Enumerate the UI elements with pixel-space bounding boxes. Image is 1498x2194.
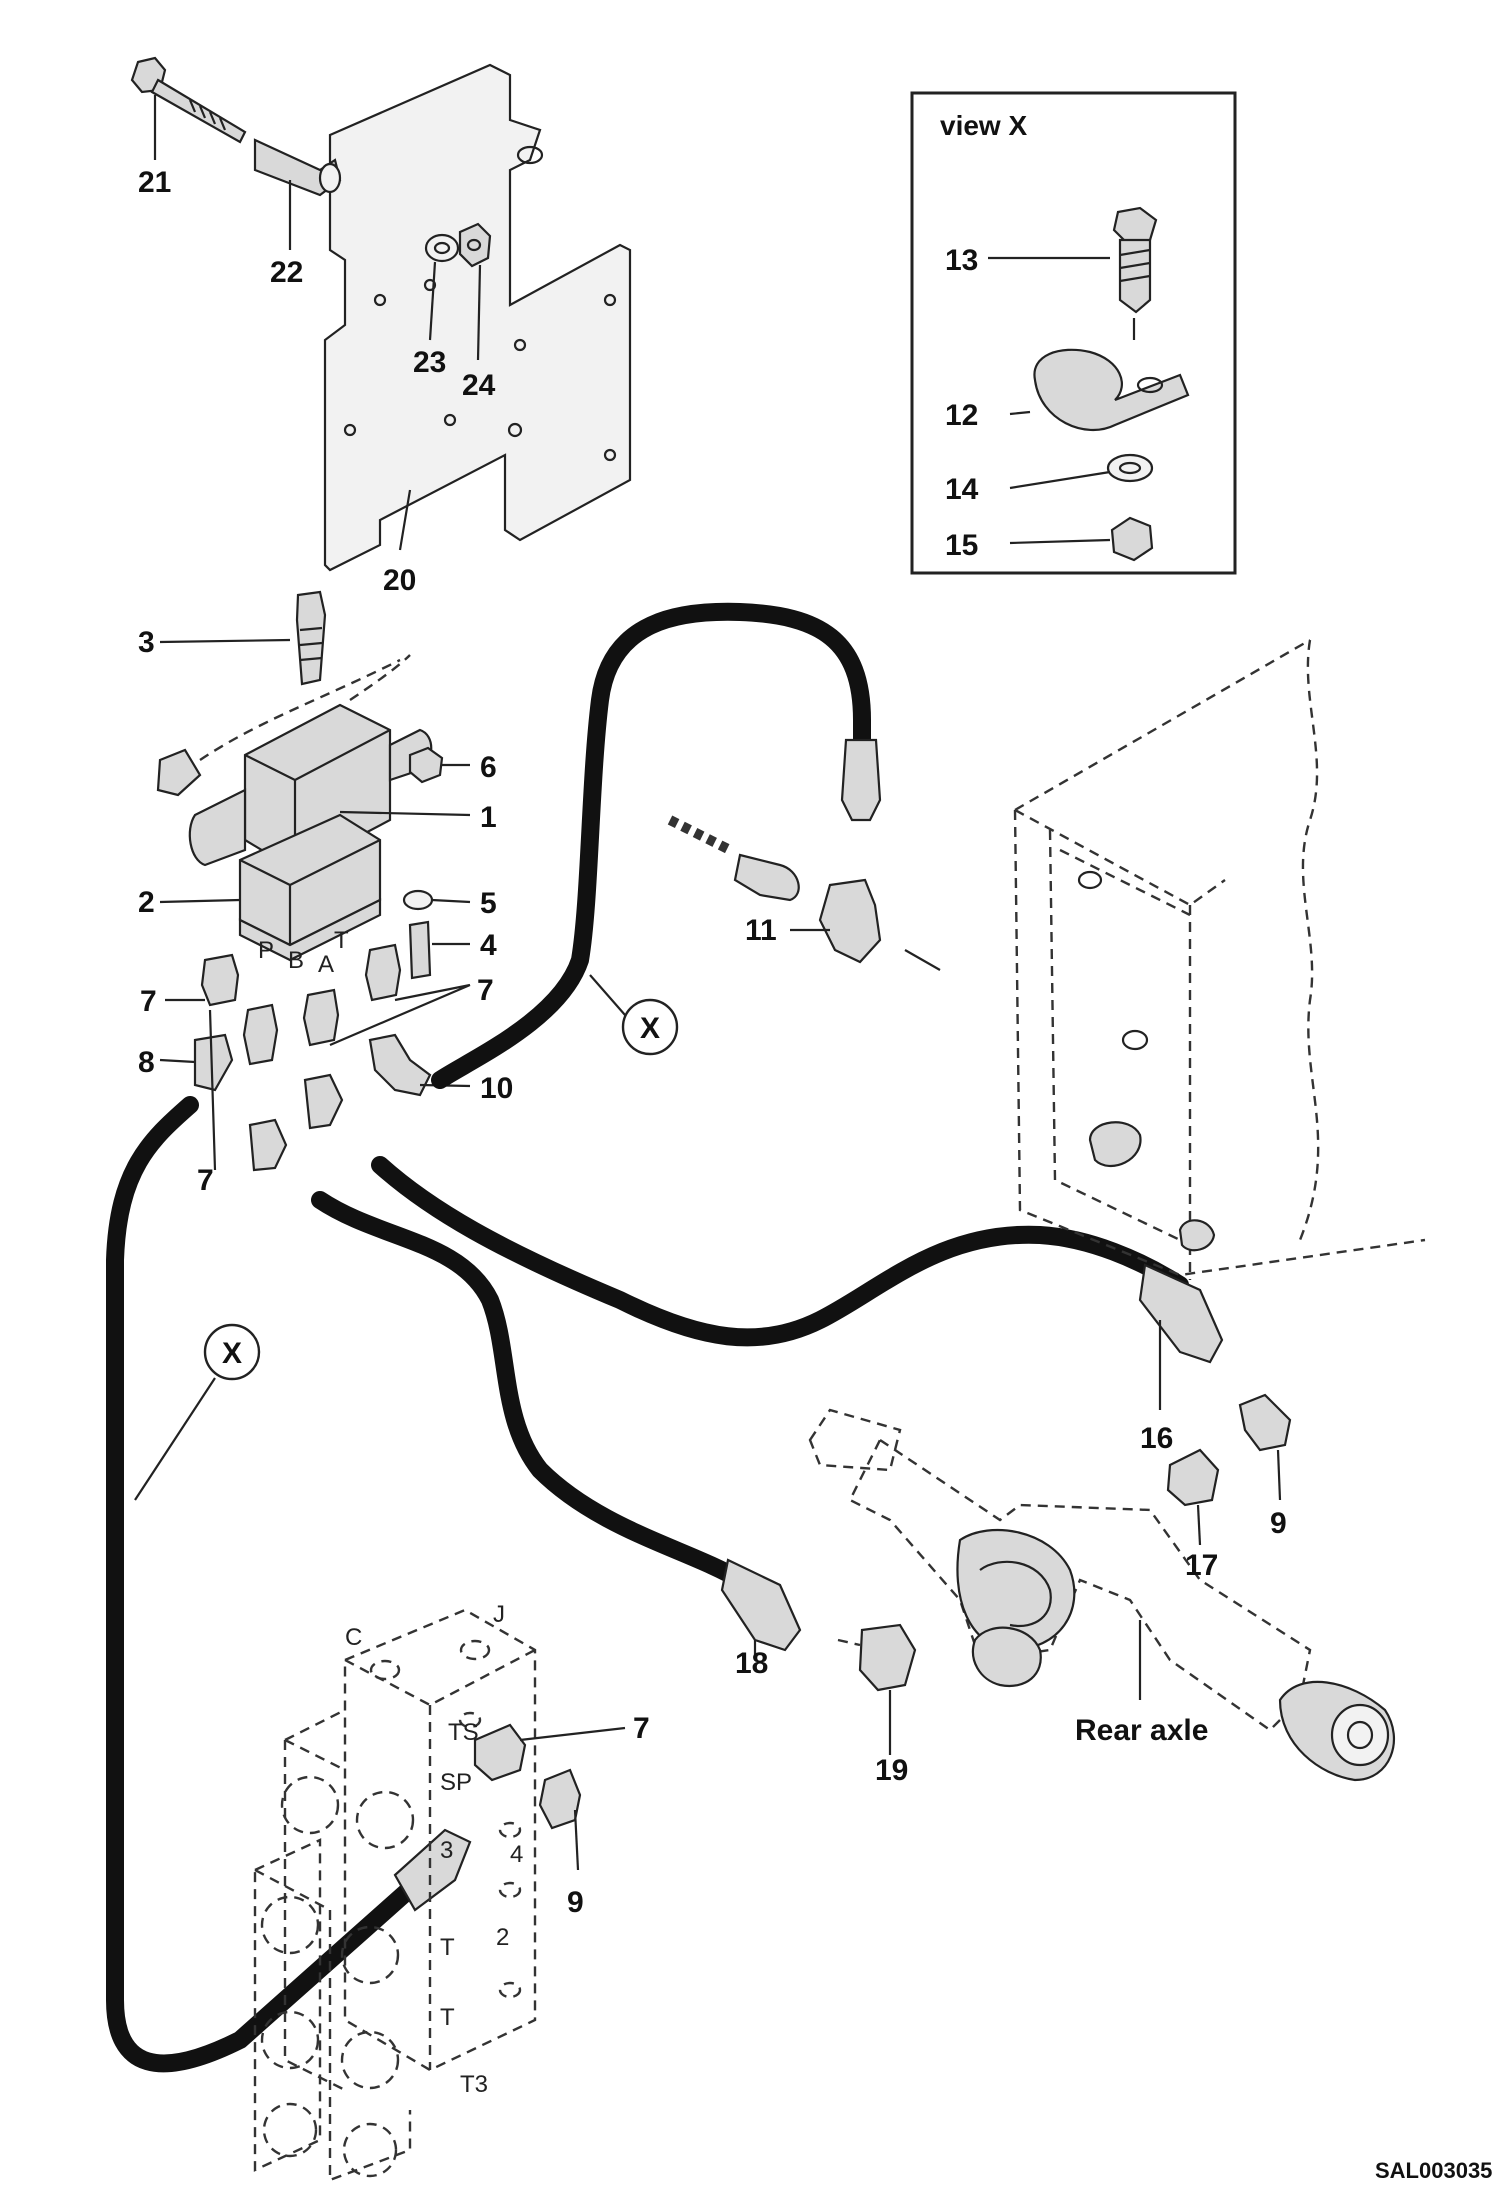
hose-ends <box>393 738 1224 1912</box>
view-x-panel: view X 13 12 14 15 <box>910 91 1237 575</box>
callout-20: 20 <box>383 564 416 597</box>
drawing-code: SAL003035 <box>1375 2158 1492 2183</box>
callout-9b: 9 <box>567 1886 584 1919</box>
callout-14: 14 <box>945 473 979 506</box>
callout-7b: 7 <box>477 974 494 1007</box>
washer <box>424 233 460 263</box>
block-label-sp: SP <box>440 1769 472 1796</box>
callout-7d: 7 <box>633 1712 650 1745</box>
clamp-washer <box>1106 453 1154 483</box>
clamp-nut <box>1110 516 1154 562</box>
callout-6: 6 <box>480 751 497 784</box>
adapter-fitting-19 <box>837 1623 917 1692</box>
callout-24: 24 <box>462 369 496 402</box>
callout-5: 5 <box>480 887 497 920</box>
port-label-b: B <box>288 947 304 974</box>
callout-18: 18 <box>735 1647 768 1680</box>
block-label-3: 3 <box>440 1837 453 1864</box>
callout-22: 22 <box>270 256 303 289</box>
callout-19: 19 <box>875 1754 908 1787</box>
screw-4 <box>408 920 432 980</box>
callout-12: 12 <box>945 399 978 432</box>
hydraulic-hoses <box>106 602 1189 2073</box>
block-label-ts: TS <box>448 1719 479 1746</box>
block-label-4: 4 <box>510 1841 523 1868</box>
port-label-a: A <box>318 951 334 978</box>
block-label-2: 2 <box>496 1924 509 1951</box>
solenoid-valve <box>188 703 433 962</box>
block-label-t1: T <box>440 1934 455 1961</box>
wiring-harness <box>156 654 411 797</box>
valve-block-fittings <box>473 1723 582 1830</box>
adapter-fitting-17 <box>1166 1448 1220 1507</box>
callout-8: 8 <box>138 1046 155 1079</box>
hose-clamp <box>1033 348 1190 432</box>
spacer-sleeve <box>253 138 342 197</box>
callout-11: 11 <box>745 914 777 947</box>
washer-5 <box>402 889 434 911</box>
mounting-bracket <box>323 63 632 572</box>
block-label-t3: T3 <box>460 2071 488 2098</box>
tee-fitting <box>667 815 941 971</box>
rear-axle-label: Rear axle <box>1075 1714 1208 1747</box>
elbow-fitting <box>193 1033 432 1172</box>
block-label-c: C <box>345 1624 362 1651</box>
hose-marker-x1-label: X <box>640 1012 660 1045</box>
adapter-fitting <box>200 943 402 1066</box>
callout-10: 10 <box>480 1072 513 1105</box>
callout-13: 13 <box>945 244 978 277</box>
clamp-bolt <box>1112 206 1158 340</box>
valve-screw <box>295 590 327 686</box>
callout-7a: 7 <box>140 985 157 1018</box>
callout-3: 3 <box>138 626 155 659</box>
hose-marker-x2-label: X <box>222 1337 242 1370</box>
nut <box>458 222 492 268</box>
callout-21: 21 <box>138 166 171 199</box>
valve-nut-6 <box>408 746 444 784</box>
callout-2: 2 <box>138 886 155 919</box>
callout-4: 4 <box>480 929 497 962</box>
view-x-title: view X <box>940 110 1027 141</box>
hose-marker-x <box>134 974 679 1501</box>
block-label-j: J <box>493 1601 505 1628</box>
control-valve-block <box>253 1608 537 2182</box>
bolt <box>130 56 247 144</box>
callout-17: 17 <box>1185 1549 1218 1582</box>
elbow-fitting-9 <box>1238 1393 1292 1452</box>
callout-1: 1 <box>480 801 497 834</box>
port-label-t: T <box>334 927 349 954</box>
rear-axle-assembly <box>808 1408 1395 1782</box>
callout-23: 23 <box>413 346 446 379</box>
port-label-p: P <box>258 937 274 964</box>
hydraulic-tank-outline <box>1013 638 1426 1280</box>
callout-7c: 7 <box>197 1164 214 1197</box>
block-label-t2: T <box>440 2004 455 2031</box>
callout-16: 16 <box>1140 1422 1173 1455</box>
callout-15: 15 <box>945 529 978 562</box>
callout-9a: 9 <box>1270 1507 1287 1540</box>
